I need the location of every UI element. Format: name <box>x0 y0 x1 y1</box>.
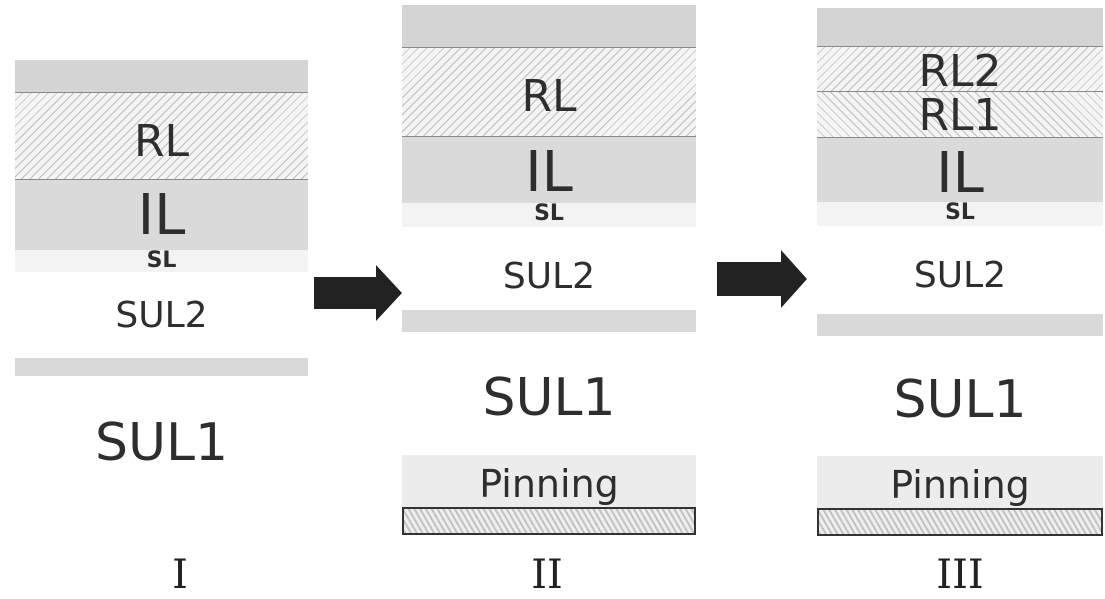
sul1-label: SUL1 <box>893 370 1027 430</box>
pinning-layer <box>402 455 696 507</box>
sl-layer <box>402 203 696 227</box>
rl1-label: RL1 <box>918 90 1002 141</box>
sul2-label: SUL2 <box>502 256 596 297</box>
stack-panel-3: RL2 RL1 IL SL SUL2 SUL1 Pinning <box>817 8 1103 538</box>
sul2-label: SUL2 <box>115 295 208 336</box>
cap-layer <box>402 5 696 47</box>
rl-label: RL <box>521 71 577 122</box>
arrow-right-icon <box>314 265 402 321</box>
rl-label: RL <box>133 116 190 167</box>
sl-label: SL <box>534 201 564 226</box>
il-label: IL <box>137 183 186 248</box>
stack-panel-2: RL IL SL SUL2 SUL1 Pinning <box>402 5 696 535</box>
rl2-layer <box>817 46 1103 92</box>
sl-label: SL <box>146 248 177 273</box>
rl-layer <box>402 47 696 137</box>
rl2-label: RL2 <box>918 46 1002 97</box>
panel-numeral-1: I <box>172 552 188 598</box>
sul1-label: SUL1 <box>482 368 616 428</box>
spacer-layer <box>402 310 696 332</box>
il-label: IL <box>936 141 984 206</box>
il-layer <box>817 138 1103 202</box>
spacer-layer <box>15 358 308 376</box>
af-layer <box>402 507 696 535</box>
af-layer <box>817 508 1103 536</box>
panel-numeral-3: III <box>936 552 984 598</box>
il-label: IL <box>525 140 573 205</box>
panel-numeral-2: II <box>531 552 563 598</box>
arrow-right-icon <box>717 250 807 308</box>
rl-layer <box>15 92 308 180</box>
pinning-layer <box>817 456 1103 508</box>
rl1-layer <box>817 92 1103 138</box>
sl-layer <box>817 202 1103 226</box>
sl-layer <box>15 250 308 272</box>
cap-layer <box>15 60 308 92</box>
pinning-label: Pinning <box>479 462 619 506</box>
sul2-label: SUL2 <box>913 255 1007 296</box>
il-layer <box>15 180 308 250</box>
il-layer <box>402 137 696 203</box>
sul1-label: SUL1 <box>94 413 229 473</box>
spacer-layer <box>817 314 1103 336</box>
stack-panel-1: RL IL SL SUL2 SUL1 <box>15 60 308 480</box>
pinning-label: Pinning <box>890 463 1030 507</box>
cap-layer <box>817 8 1103 46</box>
sl-label: SL <box>945 200 975 225</box>
